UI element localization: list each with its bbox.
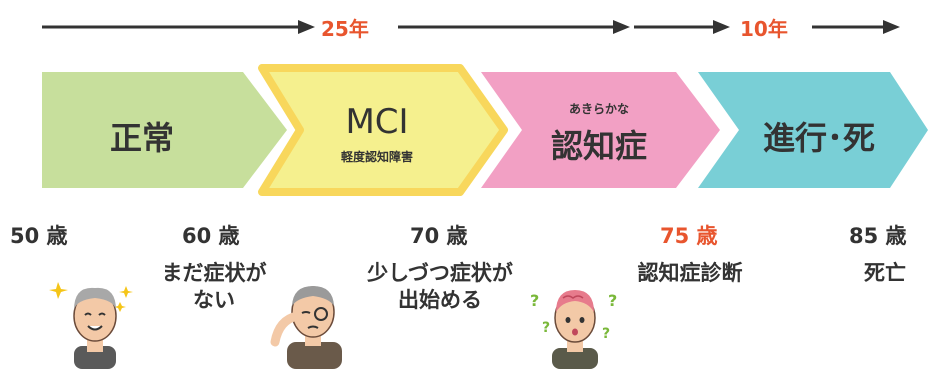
stage-progression: 進行･死 xyxy=(739,72,899,188)
happy-elderly-man-icon xyxy=(49,282,133,369)
svg-text:?: ? xyxy=(530,291,539,310)
timeline-arrow-to-10yr xyxy=(634,20,730,34)
age-85: 85 歳 xyxy=(849,224,907,248)
stage-dementia-shape xyxy=(481,72,720,188)
svg-text:?: ? xyxy=(542,320,550,336)
stage-normal-label: 正常 xyxy=(109,119,174,157)
note-symptoms-start-line2: 出始める xyxy=(398,288,482,312)
note-diagnosis-line1: 認知症診断 xyxy=(637,261,743,285)
svg-text:?: ? xyxy=(608,291,617,310)
age-70: 70 歳 xyxy=(410,224,468,248)
stage-dementia-ruby: あきらかな xyxy=(568,102,629,116)
stage-mci-label: MCI xyxy=(345,102,409,142)
note-no-symptoms-line1: まだ症状が xyxy=(161,261,267,285)
tired-elderly-man-icon xyxy=(270,286,342,369)
age-60: 60 歳 xyxy=(182,224,240,248)
timeline-arrow-end xyxy=(812,20,900,34)
duration-10-years: 10年 xyxy=(740,17,788,41)
stage-mci-sublabel: 軽度認知障害 xyxy=(340,150,413,164)
note-death: 死亡 xyxy=(845,260,925,287)
note-no-symptoms: まだ症状が ない xyxy=(144,260,284,314)
stage-progression-label: 進行･死 xyxy=(762,119,875,157)
note-diagnosis: 認知症診断 xyxy=(620,260,760,287)
age-50: 50 歳 xyxy=(10,224,68,248)
note-symptoms-start: 少しづつ症状が 出始める xyxy=(345,260,535,314)
stage-chevrons xyxy=(42,64,928,196)
confused-elderly-man-icon: ? ? ? ? xyxy=(530,290,617,369)
note-no-symptoms-line2: ない xyxy=(193,288,235,312)
stage-progression-shape xyxy=(698,72,928,188)
stage-mci-shape xyxy=(258,64,508,196)
note-death-line1: 死亡 xyxy=(864,261,906,285)
stage-dementia: あきらかな 認知症 xyxy=(522,72,676,188)
stage-normal-shape xyxy=(42,72,287,188)
svg-text:?: ? xyxy=(602,326,610,342)
stage-normal: 正常 xyxy=(42,72,242,188)
timeline-arrows xyxy=(42,20,900,34)
duration-25-years: 25年 xyxy=(321,17,369,41)
note-symptoms-start-line1: 少しづつ症状が xyxy=(367,261,513,285)
age-75: 75 歳 xyxy=(660,224,718,248)
timeline-arrow-lead xyxy=(42,20,315,34)
stage-mci: MCI 軽度認知障害 xyxy=(292,72,462,188)
stage-dementia-label: 認知症 xyxy=(550,127,647,165)
timeline-arrow-to-diagnosis xyxy=(398,20,630,34)
